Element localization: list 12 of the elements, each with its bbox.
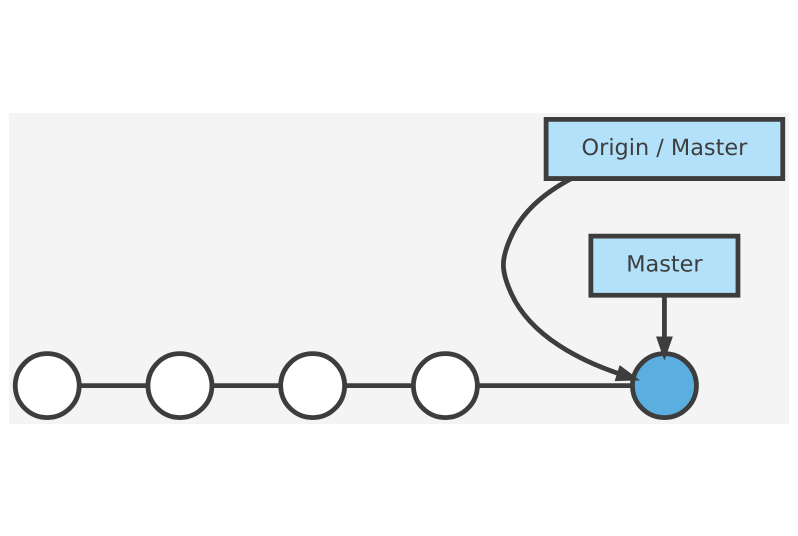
connector — [477, 382, 632, 388]
node-box: Master — [588, 233, 740, 298]
node-circle — [278, 350, 348, 420]
arrow — [656, 295, 673, 360]
connector — [344, 382, 414, 388]
connector — [212, 382, 281, 388]
connector — [80, 382, 148, 388]
node-box: Origin / Master — [544, 116, 786, 180]
node-circle — [630, 350, 699, 420]
node-circle — [12, 350, 82, 420]
node-circle — [411, 350, 480, 420]
node-circle — [146, 350, 214, 420]
